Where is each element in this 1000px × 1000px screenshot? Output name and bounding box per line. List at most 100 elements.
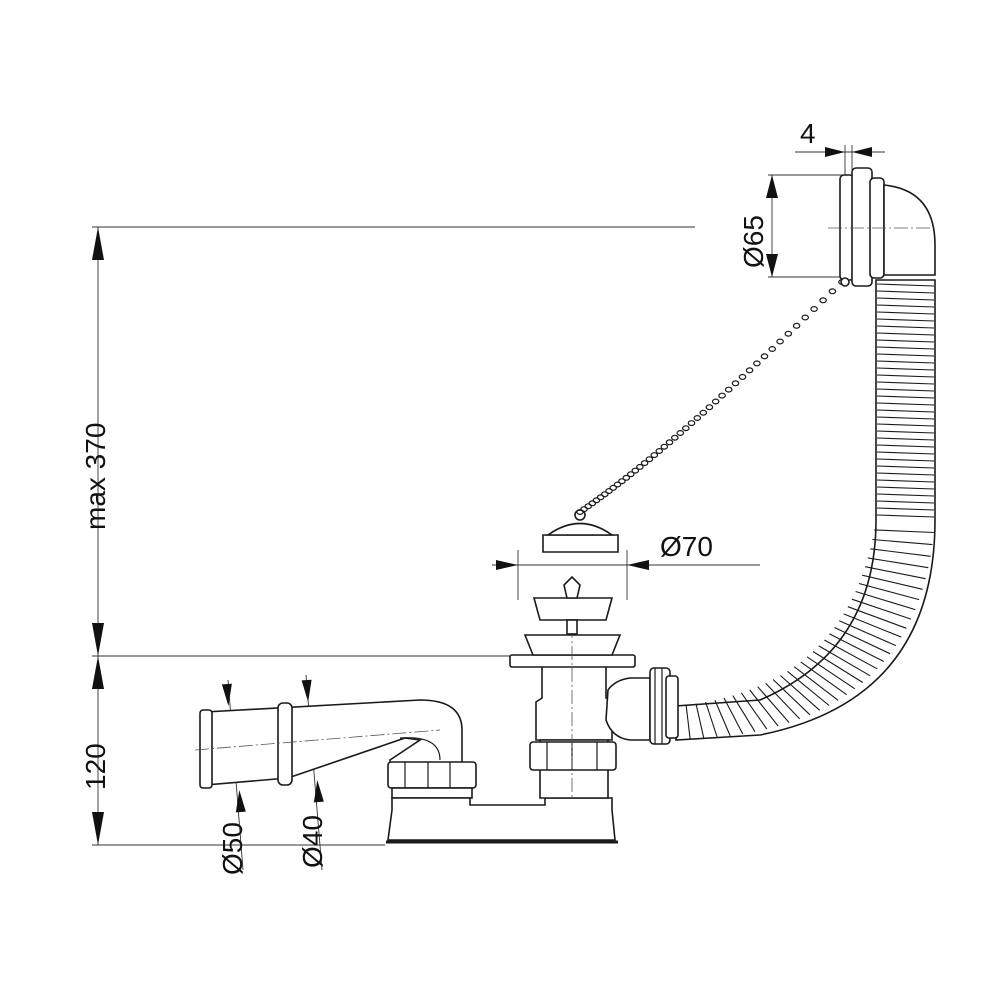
chain-link: [655, 448, 664, 455]
chain-link: [693, 415, 702, 422]
hose-rib: [705, 701, 718, 738]
overflow-head: [828, 167, 936, 287]
dimension-120: 120: [80, 655, 630, 846]
hose-connector: [605, 667, 679, 745]
hose-rib: [876, 325, 935, 329]
chain-link: [699, 409, 708, 416]
hose-rib: [838, 620, 897, 647]
hose-rib: [876, 332, 935, 336]
hose-rib: [876, 346, 935, 350]
chain-link: [711, 398, 720, 405]
chain-link: [801, 314, 810, 321]
chain-link: [687, 420, 696, 427]
hose-rib: [872, 538, 933, 546]
chain-link: [753, 360, 761, 367]
hose-rib: [876, 479, 935, 483]
hose-rib: [876, 416, 935, 420]
chain-link: [724, 386, 733, 393]
hose-rib: [874, 529, 934, 534]
dimension-max-370: max 370: [80, 226, 695, 656]
hose-rib: [732, 695, 756, 732]
hose-rib: [867, 557, 929, 569]
outlet-outer-label: Ø50: [217, 822, 248, 875]
hose-rib: [876, 507, 935, 511]
chain-link: [592, 497, 601, 504]
chain-link: [776, 338, 784, 345]
hose-rib: [772, 679, 811, 716]
overflow-diameter-label: Ø65: [738, 215, 769, 268]
hose-rib: [876, 374, 935, 378]
trap-assembly: [194, 575, 636, 844]
chain-link: [792, 322, 801, 329]
hose-rib: [876, 283, 935, 287]
chain-link: [640, 460, 649, 467]
chain-link: [588, 500, 597, 507]
dimension-overflow-4: 4: [795, 118, 885, 175]
trap-height-label: 120: [80, 743, 111, 790]
hose-rib: [787, 670, 830, 706]
hose-rib: [876, 423, 935, 427]
hose-rib: [876, 472, 935, 476]
hose-rib: [876, 339, 935, 343]
dimension-plug-70: Ø70: [492, 531, 760, 600]
chain-link: [605, 488, 613, 495]
hose-rib: [723, 697, 744, 735]
chain-link: [584, 503, 593, 510]
outlet-inner-label: Ø40: [297, 815, 328, 868]
chain-link: [738, 373, 747, 380]
hose-rib: [806, 656, 856, 690]
chain-link: [600, 491, 609, 498]
chain-link: [828, 288, 837, 295]
hose-rib: [714, 699, 731, 737]
chain: [576, 279, 846, 516]
chain-link: [636, 463, 644, 470]
hose-rib: [780, 675, 821, 711]
chain-link: [731, 380, 740, 387]
max-height-label: max 370: [80, 423, 111, 530]
hose-rib: [851, 598, 912, 620]
hose-rib: [870, 548, 931, 557]
dimension-overflow-65: Ø65: [738, 174, 845, 278]
overflow-hose: [675, 279, 936, 741]
overflow-thickness-label: 4: [800, 118, 816, 149]
chain-link: [660, 443, 669, 450]
chain-link: [670, 434, 679, 441]
hose-rib: [824, 639, 878, 670]
chain-link: [819, 297, 827, 304]
hose-rib: [876, 290, 935, 294]
chain-link: [613, 481, 622, 488]
chain-link: [676, 430, 685, 437]
plug-stopper: [542, 509, 619, 553]
chain-link: [745, 367, 754, 374]
chain-link: [681, 425, 690, 432]
hose-rib: [876, 297, 935, 301]
hose-rib: [876, 395, 935, 399]
hose-rib: [847, 606, 907, 629]
hose-rib: [876, 458, 935, 462]
hose-rib: [876, 465, 935, 469]
hose-rib: [812, 651, 864, 683]
hose-rib: [876, 444, 935, 448]
hose-rib: [749, 689, 779, 727]
hose-rib: [695, 703, 705, 739]
chain-link: [596, 494, 605, 501]
hose-rib: [740, 692, 768, 730]
hose-rib: [876, 360, 935, 364]
hose-rib: [757, 686, 790, 723]
hose-rib: [685, 704, 691, 740]
chain-link: [609, 484, 618, 491]
chain-link: [718, 392, 726, 399]
hose-rib: [876, 304, 935, 308]
hose-rib: [865, 566, 926, 580]
hose-rib: [793, 666, 839, 701]
chain-link: [760, 353, 769, 360]
chain-link: [580, 506, 588, 513]
hose-rib: [876, 381, 935, 385]
hose-rib: [876, 486, 935, 490]
hose-rib: [876, 451, 935, 455]
hose-rib: [765, 682, 801, 720]
hose-rib: [858, 582, 920, 601]
chain-link: [645, 456, 654, 463]
hose-rib: [829, 633, 885, 662]
hose-rib: [876, 430, 935, 434]
